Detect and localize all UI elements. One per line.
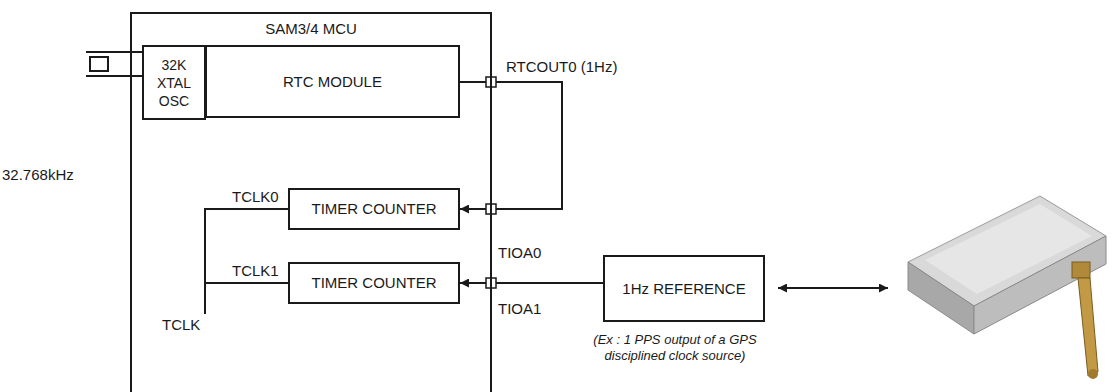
gps-module-picture — [908, 196, 1106, 379]
box-text: 1Hz REFERENCE — [622, 280, 745, 298]
box-text: SAM3/4 MCU — [265, 20, 357, 38]
reference-box: 1Hz REFERENCE — [603, 255, 765, 322]
signal-name: TCLK1 — [232, 262, 279, 280]
mcu-housing: SAM3/4 MCU 32K XTAL OSC RTC MODULE TIMER CO… — [130, 12, 492, 392]
signal-name: TCLK0 — [232, 188, 279, 206]
box-text: RTC MODULE — [283, 73, 382, 91]
tclk-wire — [205, 209, 288, 314]
signal-name: RTCOUT0 (1Hz) — [506, 58, 617, 76]
box-text: TIMER COUNTER — [312, 274, 437, 292]
caption-note: (Ex : 1 PPS output of a GPS disciplined … — [562, 332, 788, 364]
frequency-label: 32.768kHz — [2, 166, 74, 184]
pin-name: TIOA1 — [498, 300, 541, 318]
box-text: 32K XTAL OSC — [144, 56, 204, 110]
pin-name: TIOA0 — [498, 244, 541, 262]
box-text: TIMER COUNTER — [312, 200, 437, 218]
rtc-box: RTC MODULE — [205, 45, 460, 118]
timer-counter-box: TIMER COUNTER — [288, 188, 460, 230]
signal-connector — [460, 282, 603, 284]
signal-name: TCLK — [162, 316, 200, 334]
crystal-symbol — [86, 52, 142, 76]
bidirectional-arrow — [778, 288, 888, 289]
oscillator-box: 32K XTAL OSC — [142, 45, 206, 120]
signal-connector — [460, 82, 562, 209]
timer-counter-box: TIMER COUNTER — [288, 262, 460, 304]
